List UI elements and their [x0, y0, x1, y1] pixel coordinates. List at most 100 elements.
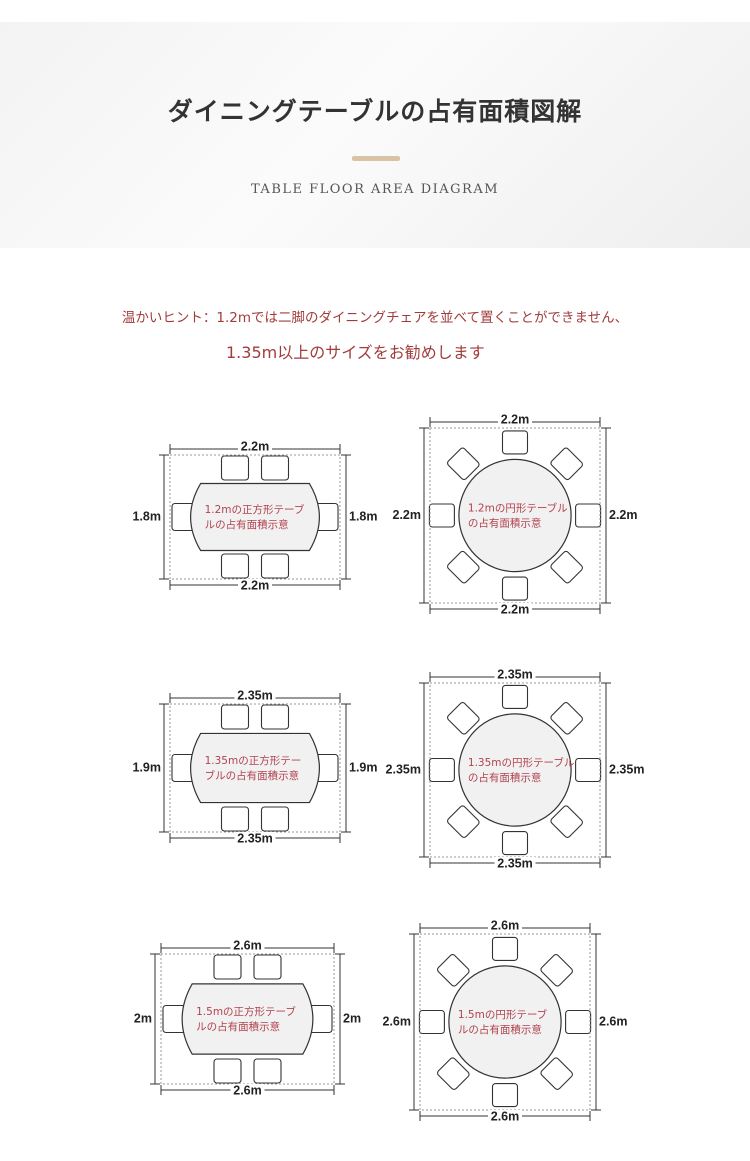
dimension-label-top: 2.6m — [491, 918, 520, 932]
chair-4 — [540, 1057, 573, 1090]
chair-bottom — [253, 1058, 282, 1084]
dimension-label-left: 2.6m — [383, 1014, 412, 1028]
label-bg — [494, 857, 536, 871]
dimension-label-bottom: 2.2m — [241, 578, 270, 592]
chair-2 — [550, 702, 583, 735]
dimension-label-right: 2.6m — [599, 1014, 628, 1028]
label-bg — [488, 1110, 522, 1124]
table-top — [458, 458, 572, 573]
table-label-line-1: 1.35mの正方形テー — [205, 754, 302, 767]
table-label-line-2: の占有面積示意 — [468, 517, 542, 530]
chair-3 — [575, 503, 602, 528]
chair-top — [253, 954, 282, 980]
label-bg — [234, 689, 276, 703]
table-label-line-1: 1.35mの円形テーブル — [468, 756, 574, 769]
table-label-line-1: 1.2mの円形テーブル — [468, 502, 568, 515]
chair-1 — [501, 430, 529, 455]
table-top — [181, 983, 314, 1055]
dimension-label-bottom: 2.35m — [497, 856, 532, 870]
dimension-label-bottom: 2.6m — [491, 1109, 520, 1123]
label-bg — [230, 939, 265, 953]
label-bg — [498, 413, 532, 427]
table-top — [458, 713, 572, 827]
dimension-label-top: 2.2m — [501, 412, 530, 426]
header-banner — [0, 22, 750, 248]
table-label-line-1: 1.2mの正方形テーブ — [205, 503, 305, 516]
label-bg — [494, 668, 536, 682]
dimension-label-right: 1.8m — [349, 509, 378, 523]
dimension-label-left: 1.9m — [133, 760, 162, 774]
chair-8 — [447, 447, 480, 481]
chair-5 — [501, 831, 529, 856]
chair-top — [220, 455, 250, 481]
chair-7 — [418, 1009, 445, 1035]
dimension-label-left: 2.35m — [386, 762, 421, 776]
page-title: ダイニングテーブルの占有面積図解 — [167, 97, 583, 126]
chair-6 — [447, 550, 480, 584]
chair-7 — [428, 757, 455, 783]
table-label-line-2: ブルの占有面積示意 — [205, 769, 300, 782]
dimension-label-right: 2.35m — [609, 762, 644, 776]
chair-top — [260, 455, 290, 481]
area-boundary — [169, 454, 341, 580]
dimension-label-top: 2.35m — [237, 688, 272, 702]
chair-bottom — [260, 806, 290, 832]
dimension-label-left: 2m — [134, 1011, 152, 1025]
chair-1 — [501, 684, 529, 709]
dimension-label-left: 2.2m — [393, 508, 422, 522]
chair-6 — [447, 805, 480, 838]
dimension-label-bottom: 2.6m — [233, 1083, 262, 1097]
chair-4 — [550, 550, 583, 584]
dimension-label-top: 2.2m — [241, 439, 270, 453]
table-label-line-2: ルの占有面積示意 — [205, 518, 289, 531]
chair-top — [220, 704, 250, 730]
page-subtitle: TABLE FLOOR AREA DIAGRAM — [250, 182, 500, 197]
table-label-line-2: の占有面積示意 — [468, 771, 542, 784]
dimension-label-bottom: 2.2m — [501, 602, 530, 616]
chair-1 — [491, 936, 519, 961]
table-top — [448, 965, 562, 1079]
dimension-label-right: 1.9m — [349, 760, 378, 774]
hint-line-1: 温かいヒント：1.2mでは二脚のダイニングチェアを並べて置くことができません、 — [121, 310, 629, 326]
table-label-line-1: 1.5mの円形テーブ — [458, 1008, 548, 1021]
label-bg — [230, 1084, 265, 1098]
title-accent-bar — [352, 156, 400, 161]
chair-2 — [550, 447, 583, 481]
chair-bottom — [220, 806, 250, 832]
chair-5 — [501, 576, 529, 601]
label-bg — [498, 603, 532, 617]
chair-bottom — [220, 553, 250, 579]
label-bg — [238, 579, 272, 593]
table-top — [190, 482, 320, 552]
area-boundary — [169, 703, 341, 833]
chair-top — [213, 954, 242, 980]
dimension-label-top: 2.35m — [497, 667, 532, 681]
chair-3 — [575, 757, 602, 783]
label-bg — [234, 832, 276, 846]
chair-top — [260, 704, 290, 730]
chair-bottom — [213, 1058, 242, 1084]
dimension-label-top: 2.6m — [233, 938, 262, 952]
chair-5 — [491, 1083, 519, 1108]
table-label-line-1: 1.5mの正方形テーブ — [196, 1005, 296, 1018]
dimension-label-right: 2.2m — [609, 508, 638, 522]
table-label-line-2: ルの占有面積示意 — [196, 1020, 280, 1033]
chair-7 — [428, 503, 455, 528]
dimension-label-bottom: 2.35m — [237, 831, 272, 845]
table-label-line-2: ルの占有面積示意 — [458, 1023, 542, 1036]
chair-bottom — [260, 553, 290, 579]
chair-8 — [437, 954, 470, 987]
label-bg — [488, 919, 522, 933]
chair-4 — [550, 805, 583, 838]
dimension-label-left: 1.8m — [133, 509, 162, 523]
area-boundary — [419, 933, 591, 1111]
chair-3 — [565, 1009, 592, 1035]
label-bg — [238, 440, 272, 454]
